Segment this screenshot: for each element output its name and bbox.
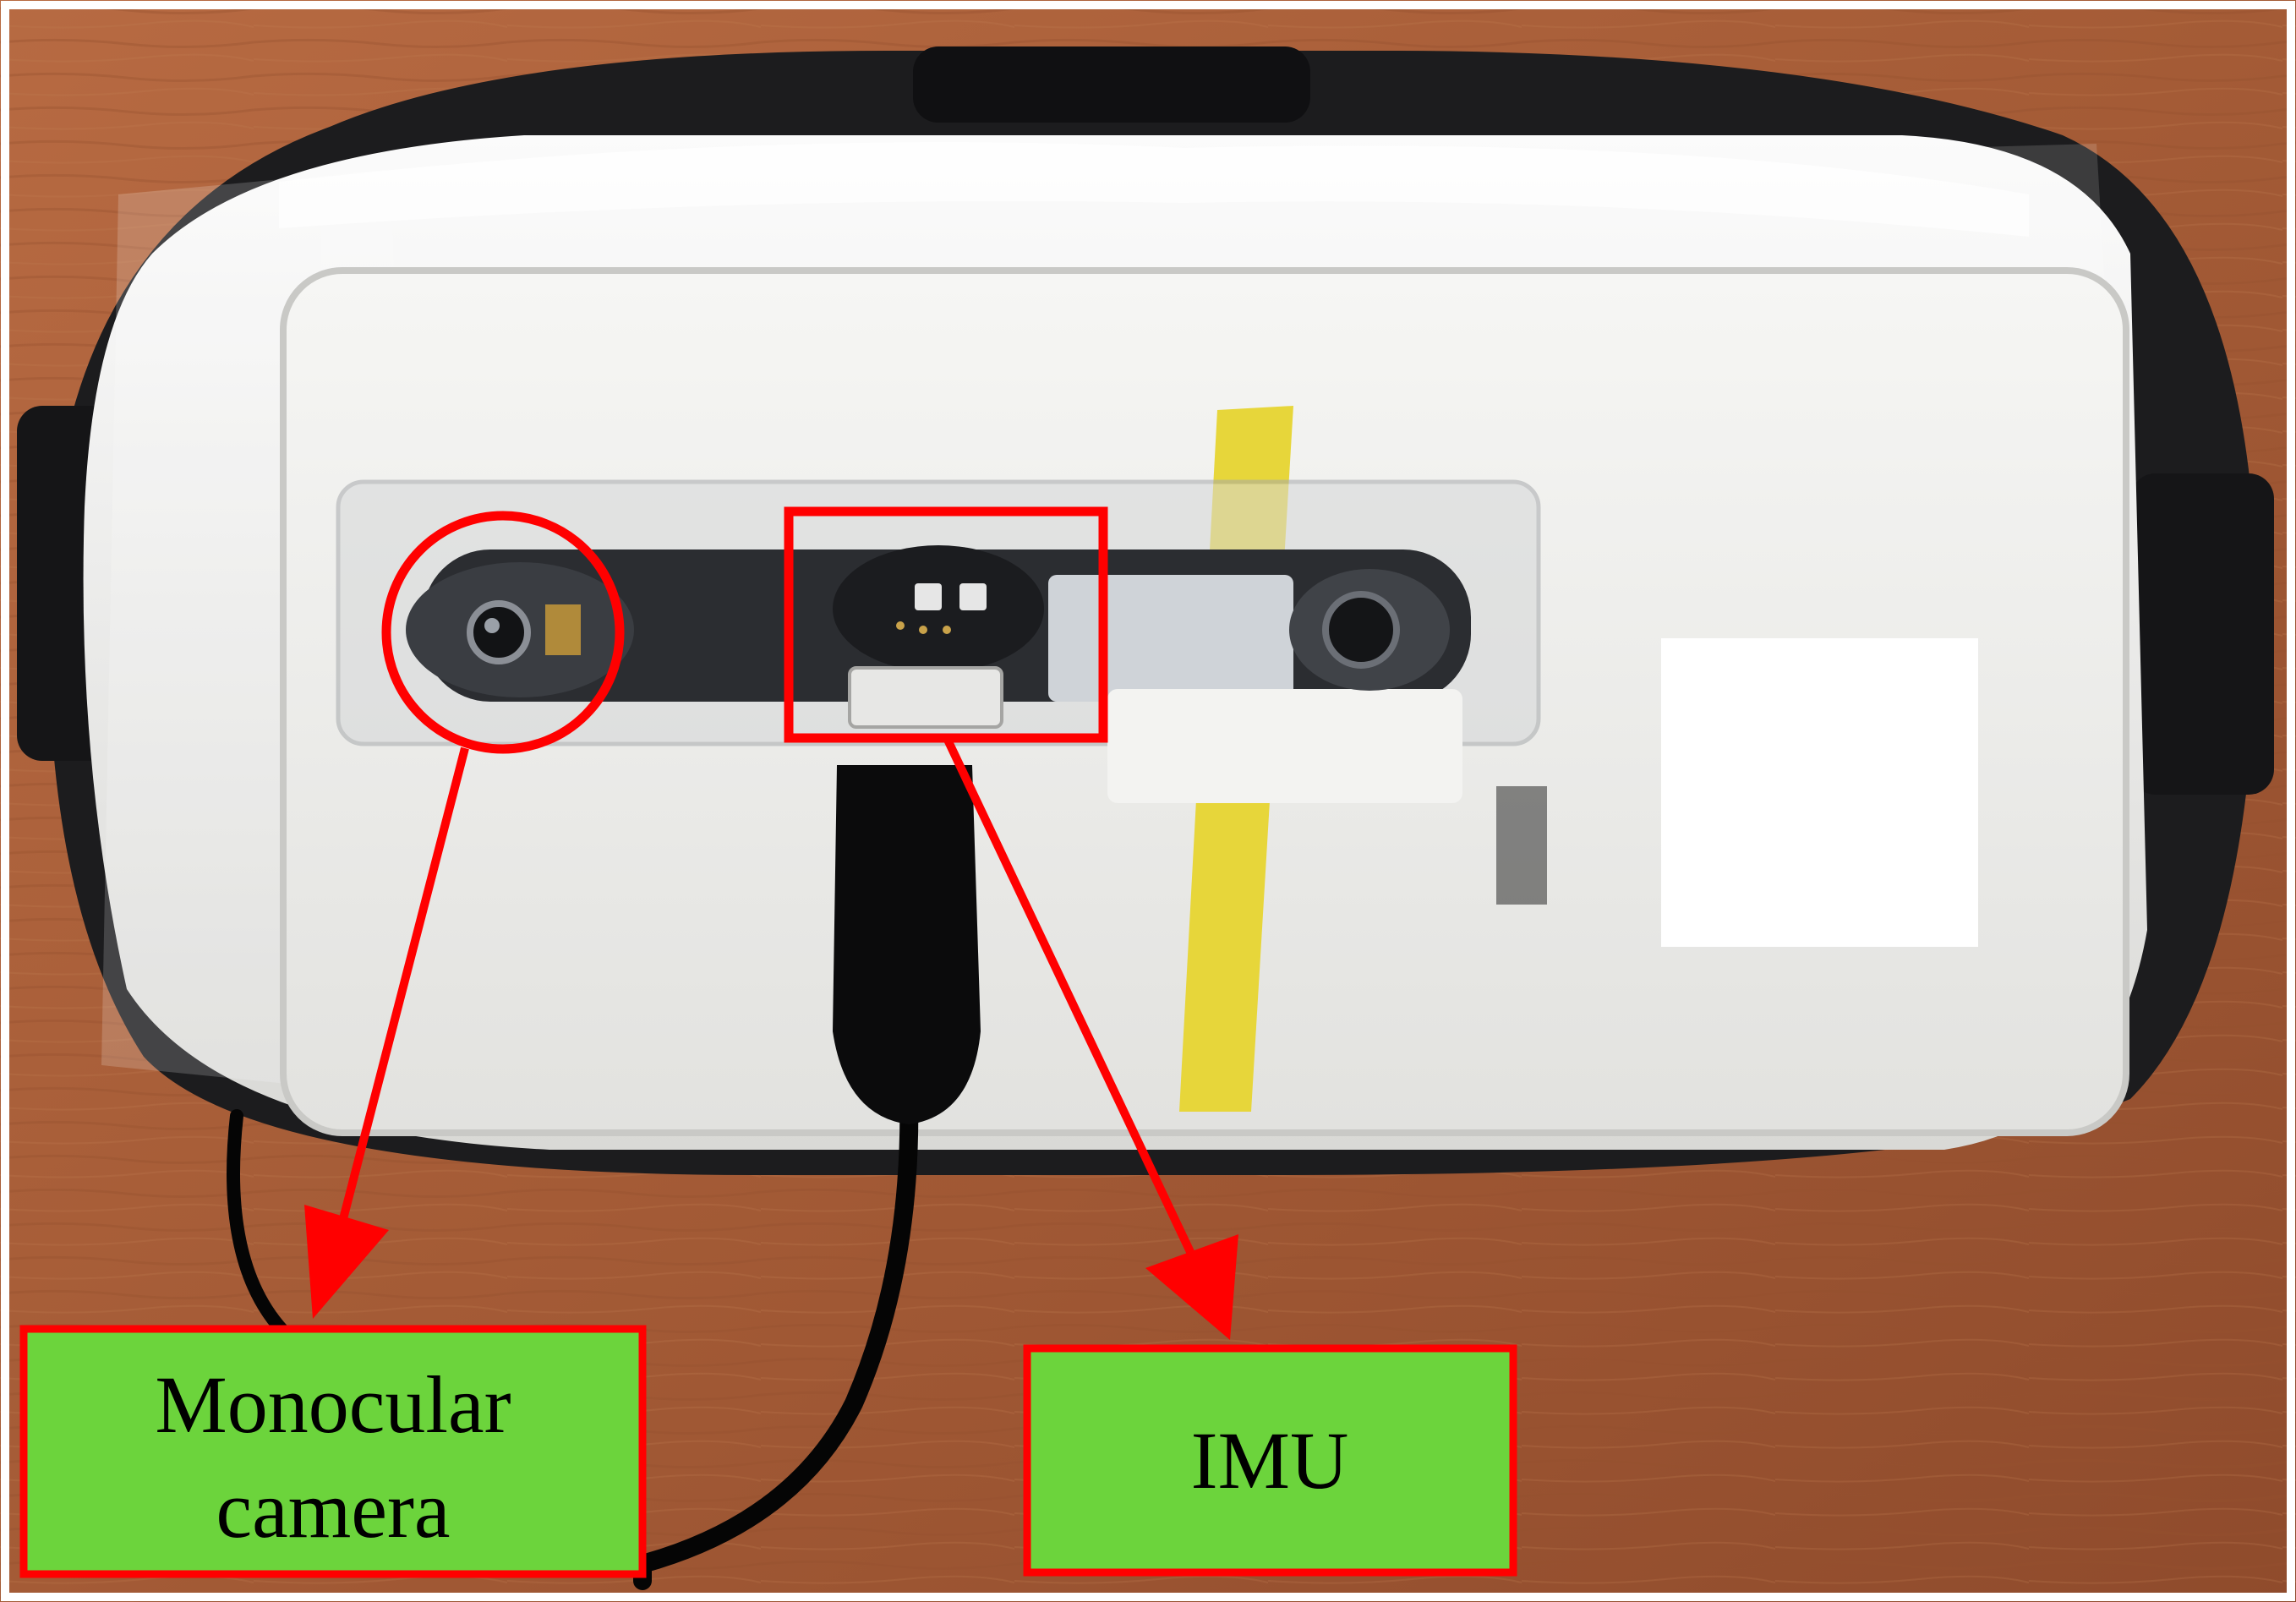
usb-cable (633, 1081, 919, 1590)
imu-sensor-b (959, 583, 987, 610)
shell-top-band (279, 142, 2029, 237)
usb-plug (833, 765, 981, 1124)
imu-label: IMU (1191, 1415, 1349, 1506)
imu-highlight-box (784, 506, 1108, 743)
face-marking (1496, 786, 1547, 905)
imu-label-box (1023, 1344, 1517, 1577)
imu-arrow-line (943, 735, 1196, 1258)
sensor-label (1048, 575, 1293, 702)
camera-arrow-line (334, 746, 469, 1240)
camera-lens (467, 600, 531, 664)
camera-lens-highlight (484, 618, 500, 633)
camera-arrow-head (304, 1205, 389, 1319)
usb-port (848, 666, 1003, 729)
camera-label-box (19, 1325, 647, 1578)
imu-dot-3 (943, 626, 951, 634)
imu-dot-1 (896, 621, 905, 630)
imu-arrow-head (1145, 1234, 1238, 1340)
strap-top (913, 46, 1310, 123)
camera-highlight-circle (381, 511, 625, 754)
camera-chip (545, 604, 581, 655)
strap-right (2130, 473, 2274, 795)
right-camera-lens (1322, 591, 1400, 669)
redaction-block (1661, 638, 1978, 947)
camera-label-line1: Monocular (155, 1359, 511, 1450)
side-cable (227, 1109, 294, 1342)
imu-sensor-a (915, 583, 942, 610)
camera-label-line2: camera (216, 1464, 450, 1555)
imu-dot-2 (919, 626, 927, 634)
sensor-label-blank (1107, 689, 1462, 803)
